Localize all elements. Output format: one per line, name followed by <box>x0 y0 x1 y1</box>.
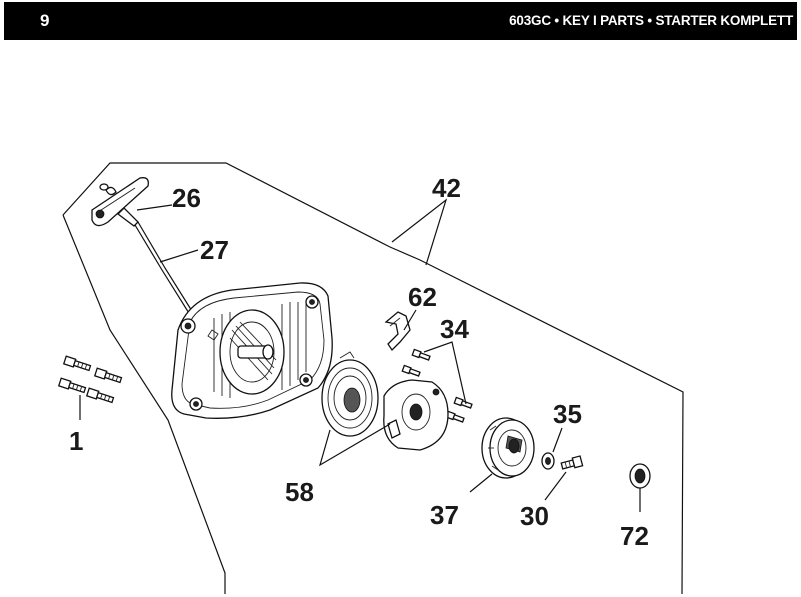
callout-35: 35 <box>553 399 582 429</box>
part-35-washer[interactable] <box>541 452 555 470</box>
callout-58: 58 <box>285 477 314 507</box>
part-1-screws[interactable] <box>57 355 123 404</box>
page-number: 9 <box>40 11 50 30</box>
part-26-handle[interactable] <box>91 177 149 227</box>
leader-26 <box>136 204 173 211</box>
leader-37 <box>469 473 493 493</box>
callout-37: 37 <box>430 500 459 530</box>
callout-26: 26 <box>172 183 201 213</box>
assembly-boundary-left <box>62 214 226 594</box>
leader-58 <box>319 423 391 467</box>
callout-27: 27 <box>200 235 229 265</box>
part-58-spring-cassette[interactable] <box>321 351 379 437</box>
part-30-center-screw[interactable] <box>560 455 584 471</box>
assembly-boundary <box>62 162 684 595</box>
part-62-clip[interactable] <box>384 311 411 352</box>
part-37-rope-pulley[interactable] <box>481 417 535 479</box>
page-title: 603GC • KEY I PARTS • STARTER KOMPLETT <box>509 13 793 28</box>
part-58-cover-plate[interactable] <box>383 379 449 451</box>
callout-62: 62 <box>408 282 437 312</box>
part-34-screws[interactable] <box>401 348 473 423</box>
callout-1: 1 <box>69 426 83 456</box>
leader-30 <box>544 471 567 501</box>
leader-34 <box>423 341 467 405</box>
leader-35 <box>552 427 563 453</box>
leader-62 <box>403 309 417 331</box>
callout-34: 34 <box>440 314 469 344</box>
page-header: 9 603GC • KEY I PARTS • STARTER KOMPLETT <box>4 2 797 40</box>
leader-42 <box>391 198 448 266</box>
part-27-rope[interactable] <box>134 224 193 319</box>
callout-42: 42 <box>432 173 461 203</box>
leader-27 <box>159 249 199 263</box>
callout-30: 30 <box>520 501 549 531</box>
callout-72: 72 <box>620 521 649 551</box>
part-72-bushing[interactable] <box>629 463 651 489</box>
part-42-starter-housing[interactable] <box>171 282 333 419</box>
